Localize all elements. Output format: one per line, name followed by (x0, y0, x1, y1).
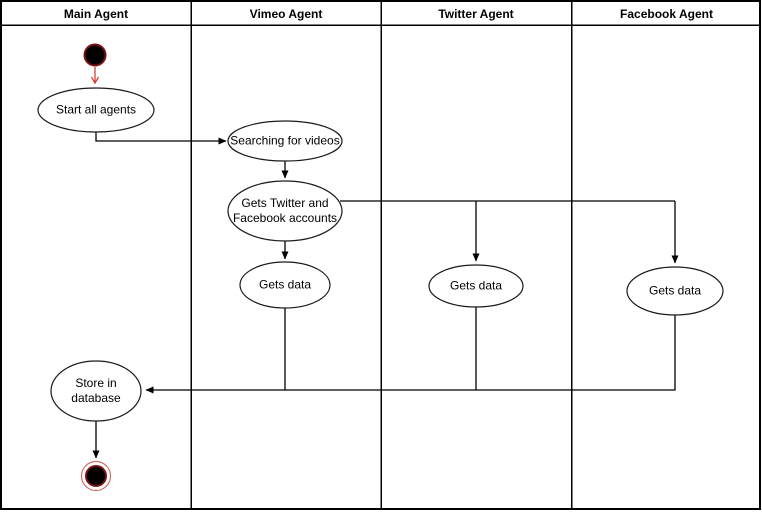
activity-shapes (37, 87, 724, 422)
label-searching-for-videos: Searching for videos (230, 133, 340, 148)
final-node-ring (80, 460, 112, 492)
label-gets-data-facebook: Gets data (648, 283, 702, 298)
flow-lines (92, 132, 679, 459)
node-searching-for-videos (227, 120, 343, 162)
node-gets-data-facebook (626, 266, 724, 316)
label-store-in-database: Store in database (71, 376, 121, 405)
lane-header-main-agent: Main Agent (63, 6, 129, 21)
node-store-in-database (50, 360, 142, 422)
label-gets-accounts: Gets Twitter and Facebook accounts (232, 196, 338, 225)
lane-header-vimeo-agent: Vimeo Agent (249, 6, 323, 21)
initial-node (83, 43, 107, 67)
final-node (85, 465, 107, 487)
flow-startall-to-searching (95, 132, 227, 145)
node-gets-data-vimeo (239, 261, 331, 309)
lane-header-twitter-agent: Twitter Agent (438, 6, 514, 21)
label-start-all-agents: Start all agents (55, 102, 137, 117)
node-start-all-agents (37, 87, 155, 133)
flow-merge-to-store (145, 315, 676, 394)
label-gets-data-twitter: Gets data (449, 278, 503, 293)
node-gets-data-twitter (428, 264, 524, 308)
label-gets-data-vimeo: Gets data (258, 277, 312, 292)
node-gets-accounts (227, 180, 343, 242)
lane-header-facebook-agent: Facebook Agent (620, 6, 713, 21)
